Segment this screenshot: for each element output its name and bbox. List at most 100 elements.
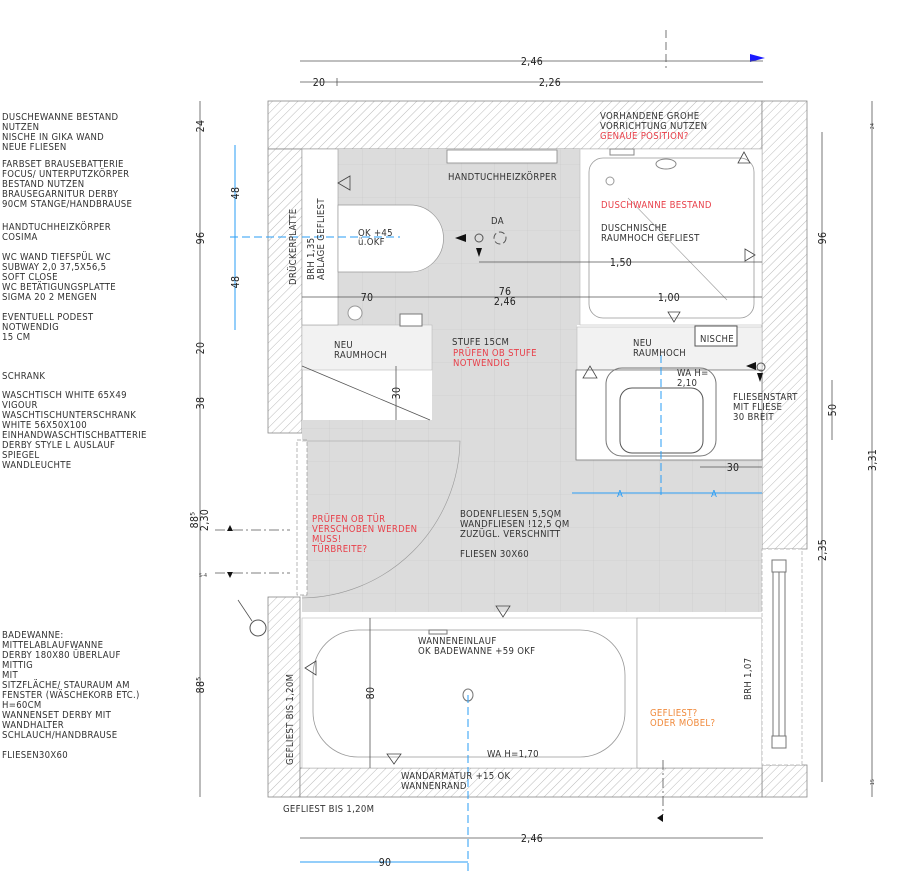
label: GEFLIEST BIS 1,20M <box>283 804 374 815</box>
label: ODER MÖBEL? <box>650 718 715 729</box>
triangle-icon <box>582 365 598 379</box>
floor-step-area <box>432 325 577 425</box>
label: WA H=1,70 <box>487 749 539 760</box>
dim-sink: 30 <box>727 462 740 474</box>
note: NOTWENDIG <box>2 322 59 333</box>
dim-wc: 1,00 <box>658 292 680 304</box>
note: HANDTUCHHEIZKÖRPER <box>2 222 111 233</box>
label: HANDTUCHHEIZKÖRPER <box>448 172 557 183</box>
label: RAUMHOCH GEFLIEST <box>601 233 700 244</box>
label: WA H= <box>677 368 709 379</box>
label: 30 BREIT <box>733 412 774 423</box>
triangle-icon <box>386 753 402 765</box>
note: MITTELABLAUFWANNE <box>2 640 103 651</box>
triangle-icon <box>737 151 751 164</box>
label: PRÜFEN OB TÜR <box>312 514 385 525</box>
label: GEFLIEST? <box>650 708 698 719</box>
note: DUSCHEWANNE BESTAND <box>2 112 119 123</box>
note: BESTAND NUTZEN <box>2 179 84 190</box>
step-diagonal <box>301 365 431 421</box>
dim-bottom-total: 2,46 <box>521 833 543 845</box>
dimensions: 2,46 20 2,26 2,46 90 24 96 20 38 2,30 88… <box>189 56 879 869</box>
label: NOTWENDIG <box>453 358 510 369</box>
niche-box <box>694 325 738 347</box>
label: WANNENRAND <box>401 781 467 792</box>
dim-right-small: 15 <box>870 779 876 785</box>
dim-right: 2,35 <box>817 539 829 561</box>
note: 90CM STANGE/HANDBRAUSE <box>2 199 132 210</box>
axis-label: A <box>711 489 717 500</box>
shower-area <box>579 148 763 326</box>
triangle-icon <box>667 311 681 323</box>
dim-wc: 76 <box>499 286 512 298</box>
dim-shower: 1,50 <box>610 257 632 269</box>
label: OK +45 <box>358 228 393 239</box>
note: MIT <box>2 670 18 681</box>
note: WC BETÄTIGUNGSPLATTE <box>2 282 116 293</box>
note: NEUE FLIESEN <box>2 142 67 153</box>
label: MUSS! <box>312 534 341 545</box>
dim-left: 96 <box>195 232 207 245</box>
wall-right-upper <box>761 100 808 550</box>
left-notes: DUSCHEWANNE BESTAND NUTZEN NISCHE IN GIK… <box>2 112 147 761</box>
wall-bottom <box>299 767 763 798</box>
note: WHITE 56X50X100 <box>2 420 87 431</box>
window-seat <box>636 617 763 769</box>
dim-wc: 70 <box>361 292 374 304</box>
arrow-icon <box>455 234 466 242</box>
plan-labels: VORHANDENE GROHE VORRICHTUNG NUTZEN GENA… <box>199 111 798 815</box>
label: RAUMHOCH <box>334 350 387 361</box>
note: EINHANDWASCHTISCHBATTERIE <box>2 430 147 441</box>
wall-left-lower <box>267 596 301 798</box>
tile-direction-markers <box>304 151 756 765</box>
note: BRAUSEGARNITUR DERBY <box>2 189 119 200</box>
north-arrow-icon <box>750 54 765 62</box>
wc <box>337 204 444 273</box>
label: GENAUE POSITION? <box>600 131 689 142</box>
label: WANDFLIESEN !12,5 QM <box>460 519 570 530</box>
dim-right-total: 3,31 <box>867 449 879 471</box>
label: VERSCHOBEN WERDEN <box>312 524 417 535</box>
dim-step: 30 <box>391 387 403 400</box>
note: SIGMA 20 2 MENGEN <box>2 292 97 303</box>
shower-head-icon <box>655 158 677 170</box>
bathtub <box>312 629 626 758</box>
note: SOFT CLOSE <box>2 272 58 283</box>
section-mark: S-4 <box>199 573 207 579</box>
note: WC WAND TIEFSPÜL WC <box>2 252 111 263</box>
window <box>761 548 803 766</box>
wall-left-upper <box>267 148 303 434</box>
dim-left: 88⁵ <box>195 677 207 694</box>
note: SCHLAUCH/HANDBRAUSE <box>2 730 117 741</box>
note: FOCUS/ UNTERPUTZKÖRPER <box>2 169 129 180</box>
cabinet-box <box>399 313 423 327</box>
label: BRH 1,07 <box>743 658 754 700</box>
note: VIGOUR <box>2 400 38 411</box>
dim-left: 24 <box>195 120 207 133</box>
dim-right: 50 <box>827 404 839 417</box>
note: FENSTER (WÄSCHEKORB ETC.) <box>2 690 140 701</box>
dim-left-blue: 48 <box>230 276 242 289</box>
dim-left: 2,30 <box>199 509 211 531</box>
note: DERBY 180X80 ÜBERLAUF <box>2 650 121 661</box>
label: WANNENEINLAUF <box>418 636 497 647</box>
label: DUSCHNISCHE <box>601 223 667 234</box>
dim-bottom-blue: 90 <box>379 857 392 869</box>
note: COSIMA <box>2 232 38 243</box>
wall-right-lower <box>761 764 808 798</box>
door <box>296 439 461 599</box>
dim-tub: 80 <box>365 687 377 700</box>
triangle-icon <box>495 605 511 618</box>
dim-right: 96 <box>817 232 829 245</box>
label: DUSCHWANNE BESTAND <box>601 200 712 211</box>
note: DERBY STYLE L AUSLAUF <box>2 440 115 451</box>
note: WANNENSET DERBY MIT <box>2 710 112 721</box>
note: WASCHTISCH WHITE 65X49 <box>2 390 127 401</box>
label: OK BADEWANNE +59 OKF <box>418 646 535 657</box>
label: VORRICHTUNG NUTZEN <box>600 121 707 132</box>
note: NUTZEN <box>2 122 39 133</box>
label: NISCHE <box>700 334 734 345</box>
label: 2,10 <box>677 378 697 389</box>
dim-top-rest: 2,26 <box>539 77 561 89</box>
